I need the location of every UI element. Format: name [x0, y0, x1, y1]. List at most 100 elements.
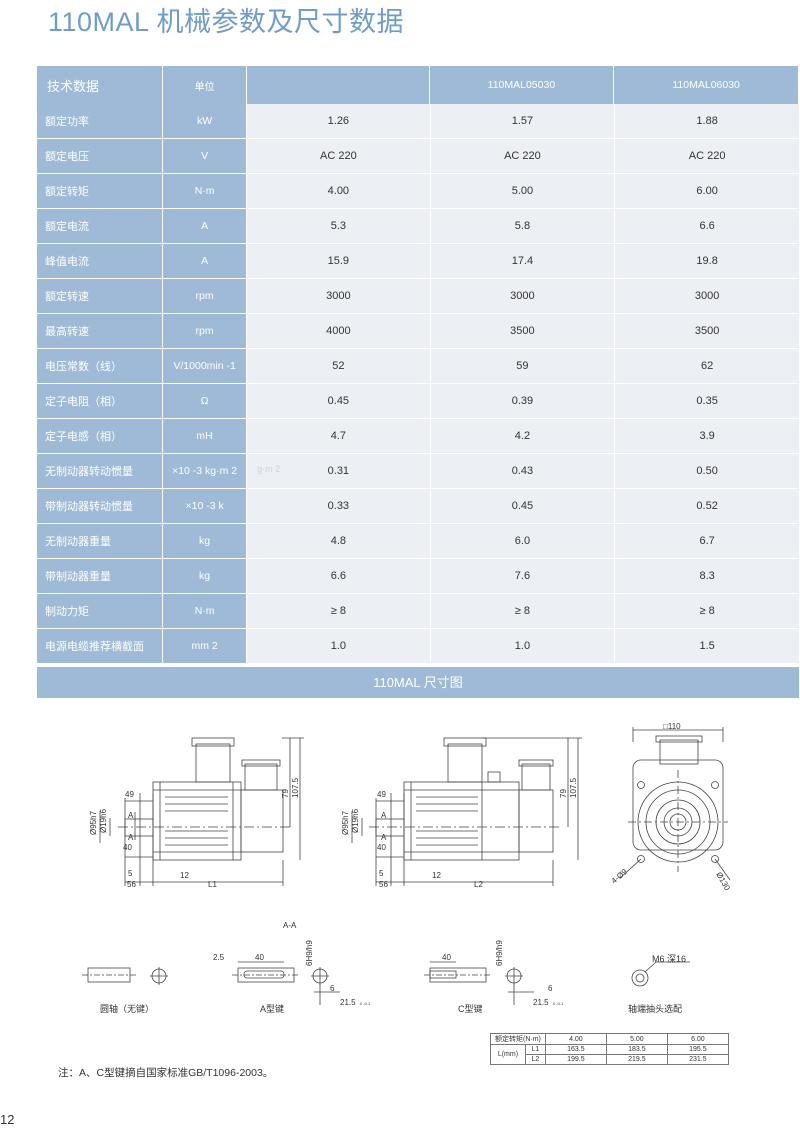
spec-unit: A	[163, 244, 248, 279]
page-number: 12	[0, 1112, 15, 1127]
spec-value: 0.35	[614, 384, 799, 419]
shaft-a-caption: A型键	[260, 1003, 284, 1014]
dim-107-2: 107.5	[569, 777, 578, 798]
dim-79-1: 79	[281, 789, 290, 798]
spec-value: AC 220	[247, 139, 430, 174]
spec-value: AC 220	[429, 139, 615, 174]
shaft-a-tol: 6H9/h9	[305, 940, 314, 966]
shaft-a-key	[232, 961, 340, 1005]
spec-value: ≥ 8	[614, 594, 799, 629]
length-table-cell: 219.5	[605, 1054, 668, 1065]
header-param: 技术数据	[37, 66, 164, 104]
shaft-c-key-h: 21.5	[533, 998, 549, 1007]
spec-value: 6.6	[614, 209, 799, 244]
spec-unit: V	[163, 139, 248, 174]
dim-40-1: 40	[123, 843, 132, 852]
dim-107-1: 107.5	[291, 777, 300, 798]
spec-value: 1.57	[429, 104, 615, 139]
length-table-cell: 183.5	[605, 1044, 668, 1055]
length-table-torque-label: 额定转矩(N·m)	[490, 1033, 546, 1045]
spec-value: 1.26	[247, 104, 430, 139]
spec-value: 3000	[614, 279, 799, 314]
spec-param: 额定功率	[37, 104, 164, 139]
shaft-c-key-w: 6	[548, 984, 553, 993]
shaft-a-dim-40: 40	[255, 953, 264, 962]
header-model-2: 110MAL05030	[429, 66, 615, 104]
spec-value: 4000	[247, 314, 430, 349]
spec-param: 额定转矩	[37, 174, 164, 209]
length-table-row-name: L2	[524, 1054, 546, 1065]
dimension-drawings: 49 A A 40 5 56 12 L1 Ø95h7 Ø19h6 79 107.…	[82, 722, 732, 1014]
spec-value: 1.0	[247, 629, 430, 664]
spec-unit: Ω	[163, 384, 248, 419]
dim-12-1: 12	[180, 871, 189, 880]
spec-value: 0.33	[247, 489, 430, 524]
dim-d95-1: Ø95h7	[89, 810, 98, 835]
shaft-a-key-w: 6	[330, 984, 335, 993]
spec-param: 带制动器转动惯量	[37, 489, 164, 524]
shaft-thread-label: M6 深16	[652, 954, 686, 964]
spec-value: 0.50	[614, 454, 799, 489]
shaft-thread	[631, 961, 690, 987]
spec-value: 0.52	[614, 489, 799, 524]
spec-value: 1.5	[614, 629, 799, 664]
spec-value: 1.88	[614, 104, 799, 139]
spec-value: 6.7	[614, 524, 799, 559]
spec-param: 带制动器重量	[37, 559, 164, 594]
dim-5-2: 5	[379, 869, 384, 878]
motor-side-view-2	[351, 737, 582, 886]
spec-param: 峰值电流	[37, 244, 164, 279]
spec-param: 制动力矩	[37, 594, 164, 629]
spec-unit: ×10 -3 kg·m 2	[163, 454, 248, 489]
dim-56-1: 56	[127, 880, 136, 889]
spec-value: 19.8	[614, 244, 799, 279]
spec-unit: ×10 -3 k	[163, 489, 248, 524]
spec-value: 5.3	[247, 209, 430, 244]
spec-value-text: 0.31	[327, 465, 350, 477]
spec-value: 6.6	[247, 559, 430, 594]
spec-value: 6.0	[429, 524, 615, 559]
dim-a1-1: A	[128, 811, 134, 820]
dim-12-2: 12	[432, 871, 441, 880]
spec-unit: N·m	[163, 594, 248, 629]
spec-value: 17.4	[429, 244, 615, 279]
length-table-torque: 6.00	[666, 1033, 729, 1045]
spec-value: 62	[614, 349, 799, 384]
dim-a1-2: A	[381, 811, 387, 820]
header-model-3: 110MAL06030	[614, 66, 799, 104]
page-title: 110MAL 机械参数及尺寸数据	[48, 7, 405, 37]
shaft-c-caption: C型键	[458, 1003, 483, 1014]
spec-unit: V/1000min -1	[163, 349, 248, 384]
length-table-torque: 4.00	[544, 1033, 607, 1045]
spec-value: 3000	[429, 279, 615, 314]
spec-unit: kW	[163, 104, 248, 139]
spec-value: 8.3	[614, 559, 799, 594]
spec-value: 4.2	[429, 419, 615, 454]
spec-param: 额定转速	[37, 279, 164, 314]
dim-5-1: 5	[128, 869, 133, 878]
spec-unit: rpm	[163, 279, 248, 314]
spec-value: 59	[429, 349, 615, 384]
spec-value: 0.45	[429, 489, 615, 524]
spec-value: 5.8	[429, 209, 615, 244]
spec-param: 定子电阻（相）	[37, 384, 164, 419]
spec-value: 52	[247, 349, 430, 384]
spec-value: 4.00	[247, 174, 430, 209]
shaft-thread-caption: 轴端抽头选配	[628, 1003, 682, 1014]
motor-front-view	[619, 727, 731, 881]
spec-value: ≥ 8	[429, 594, 615, 629]
shaft-a-key-h: 21.5	[340, 998, 356, 1007]
spec-param: 额定电流	[37, 209, 164, 244]
spec-value: 7.6	[429, 559, 615, 594]
